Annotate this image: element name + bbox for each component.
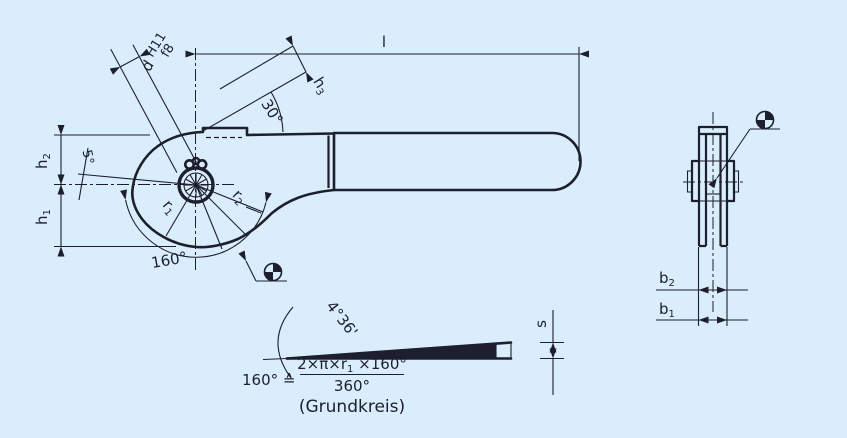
angle-5-dimension-line — [78, 147, 89, 201]
h1-label: h1 — [33, 209, 53, 225]
side-body-outline — [697, 125, 729, 246]
side-flange-right — [727, 159, 736, 203]
arc-160deg — [120, 189, 272, 258]
side-washer-left — [686, 170, 692, 193]
b2-label: b2 — [659, 269, 675, 289]
dim-l: l — [185, 33, 589, 161]
d-dimension-line — [109, 48, 151, 75]
handle-grip — [332, 131, 582, 192]
angle-5-label: 5° — [79, 148, 97, 166]
svg-text:5°: 5° — [79, 148, 97, 166]
formula-denominator: 360° — [334, 377, 370, 395]
h3-dimension-line — [285, 35, 314, 83]
cam-lever-body — [130, 126, 582, 249]
dim-h2-h1: h2 h1 — [33, 125, 176, 257]
quadrant-symbol-icon — [263, 262, 283, 282]
s-label: s — [532, 320, 550, 328]
wedge-shape — [262, 341, 513, 361]
main-view: d H11 f8 l h3 30° — [33, 30, 589, 282]
surface-marker-side — [708, 110, 780, 189]
arc-30deg — [270, 91, 284, 133]
surface-marker-main — [238, 250, 287, 282]
marker-leader-arrow — [238, 250, 257, 282]
dim-b2-b1: b2 b1 — [656, 247, 748, 326]
formula-numerator: 2×π×r1 ×160° — [297, 355, 407, 375]
side-view: b2 b1 — [656, 110, 780, 326]
side-washer-right — [734, 170, 740, 193]
h2-label: h2 — [33, 153, 53, 169]
svg-text:h1: h1 — [33, 209, 53, 225]
r2-tick — [245, 206, 262, 214]
dim-5deg: 5° — [77, 147, 197, 201]
l-label: l — [382, 33, 386, 51]
ray-5deg — [77, 173, 197, 186]
line-30deg-upper — [219, 45, 294, 90]
side-flange-left — [690, 159, 699, 203]
formula-lhs: 160° ≙ — [242, 371, 295, 389]
quadrant-symbol-icon — [755, 110, 775, 130]
cam-lever-outline — [130, 126, 336, 249]
grundkreis-caption: (Grundkreis) — [299, 397, 405, 417]
dim-s: s — [532, 310, 564, 395]
arc-4deg36 — [277, 306, 294, 379]
wedge-tip-extension — [262, 357, 288, 361]
side-view-outline — [686, 125, 740, 248]
b1-label: b1 — [659, 300, 675, 320]
cam-rise-formula: 160° ≙ 2×π×r1 ×160° 360° (Grundkreis) — [242, 355, 407, 417]
wedge-top-edge — [285, 341, 513, 360]
serration-clip-detail — [184, 156, 208, 171]
svg-text:s: s — [532, 320, 550, 328]
svg-text:h2: h2 — [33, 153, 53, 169]
side-marker-leader — [708, 128, 751, 189]
